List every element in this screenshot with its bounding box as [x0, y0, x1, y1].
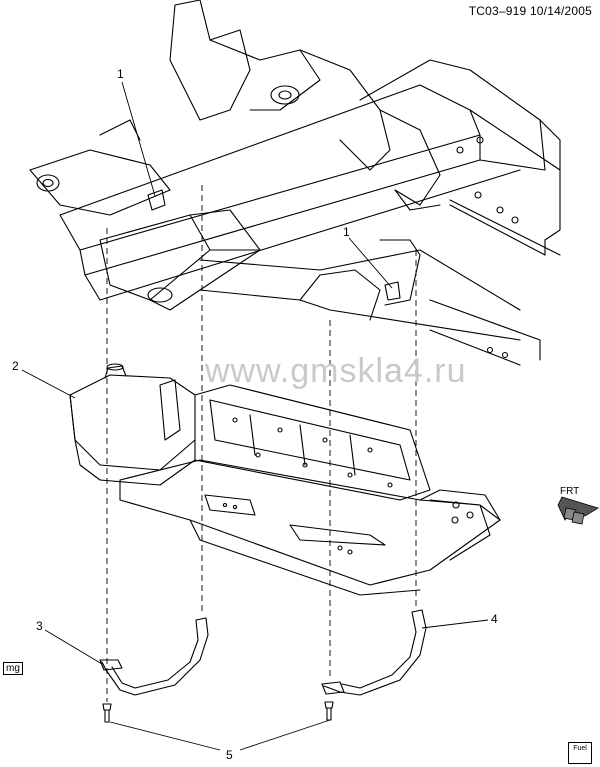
strap-bolt-right — [324, 701, 334, 721]
vehicle-frame — [29, 0, 561, 366]
front-arrow-label: FRT — [560, 486, 580, 497]
drawing-date: 10/14/2005 — [529, 4, 592, 18]
strap-bolt-left — [102, 703, 112, 723]
tank-strap-left — [99, 617, 209, 696]
callout-1-upper: 1 — [117, 67, 124, 81]
fuel-pump-icon: Fuel — [568, 742, 592, 764]
tank-strap-right — [321, 609, 427, 696]
watermark: www.gmskla4.ru — [205, 352, 467, 390]
front-direction-arrow-icon — [557, 496, 599, 525]
callout-2: 2 — [12, 359, 19, 373]
callout-5: 5 — [226, 748, 233, 762]
callout-4: 4 — [491, 612, 498, 626]
leader-lines — [21, 81, 489, 751]
fuel-icon-label: Fuel — [573, 745, 587, 752]
alignment-lines — [106, 185, 417, 702]
corner-tag: mg — [3, 662, 23, 675]
callout-3: 3 — [36, 619, 43, 633]
fuel-tank-assembly — [69, 363, 501, 596]
callout-1-lower: 1 — [343, 225, 350, 239]
drawing-header: TC03–919 10/14/2005 — [469, 4, 592, 18]
drawing-code: TC03–919 — [468, 4, 527, 18]
